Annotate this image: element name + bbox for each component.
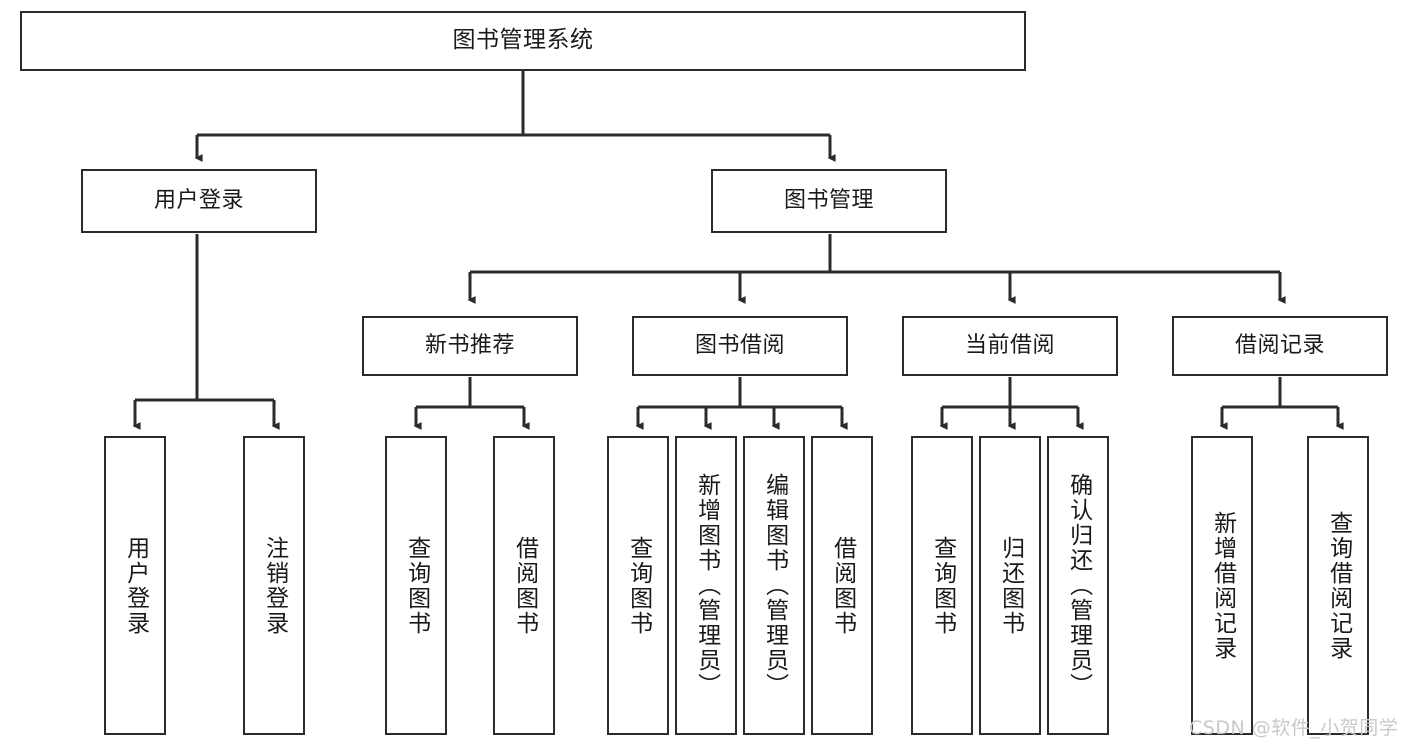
node-book-management[interactable]: 图书管理 [711,169,947,233]
leaf-borrow-edit-book-admin[interactable]: 编辑图书（管理员） [743,436,805,735]
csdn-watermark: CSDN @软件_小贺同学 [1189,717,1399,739]
node-borrowing-records[interactable]: 借阅记录 [1172,316,1388,376]
leaf-new-book-borrow-books[interactable]: 借阅图书 [493,436,555,735]
leaf-user-login-logout[interactable]: 注销登录 [243,436,305,735]
leaf-current-query-books[interactable]: 查询图书 [911,436,973,735]
node-new-book-recommendation[interactable]: 新书推荐 [362,316,578,376]
leaf-new-book-query-books[interactable]: 查询图书 [385,436,447,735]
node-user-login[interactable]: 用户登录 [81,169,317,233]
leaf-borrow-query-books[interactable]: 查询图书 [607,436,669,735]
leaf-record-query-borrow-record[interactable]: 查询借阅记录 [1307,436,1369,735]
leaf-current-confirm-return-admin[interactable]: 确认归还（管理员） [1047,436,1109,735]
leaf-user-login-login[interactable]: 用户登录 [104,436,166,735]
leaf-current-return-books[interactable]: 归还图书 [979,436,1041,735]
node-root-book-management-system[interactable]: 图书管理系统 [20,11,1026,71]
leaf-record-add-borrow-record[interactable]: 新增借阅记录 [1191,436,1253,735]
node-current-borrowing[interactable]: 当前借阅 [902,316,1118,376]
leaf-borrow-add-book-admin[interactable]: 新增图书（管理员） [675,436,737,735]
node-book-borrowing[interactable]: 图书借阅 [632,316,848,376]
leaf-borrow-borrow-books[interactable]: 借阅图书 [811,436,873,735]
